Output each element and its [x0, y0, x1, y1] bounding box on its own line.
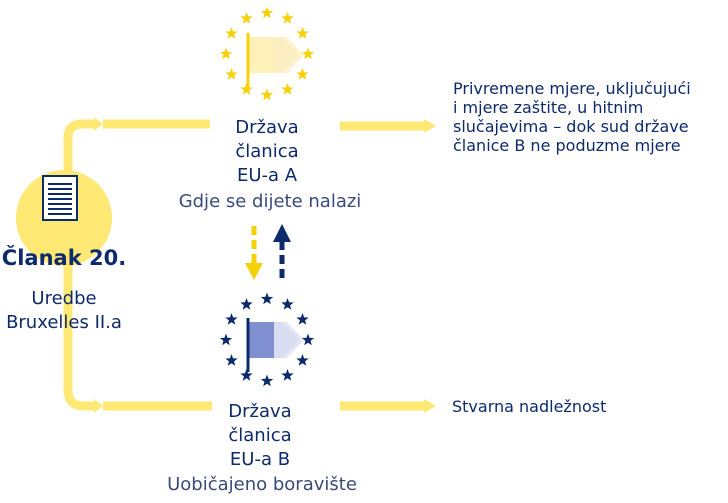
- star-icon: [240, 297, 253, 310]
- state-a-line3: EU-a A: [236, 165, 298, 186]
- star-icon: [225, 313, 238, 325]
- outcome-a-line2: i mjere zaštite, u hitnim: [453, 98, 644, 117]
- outcome-a-line4: članice B ne poduzme mjere: [453, 136, 681, 155]
- star-icon: [296, 27, 309, 39]
- star-icon: [281, 83, 294, 95]
- article-subtitle-line2: Bruxelles II.a: [6, 312, 122, 333]
- star-icon: [281, 369, 294, 381]
- star-icon: [281, 11, 294, 24]
- star-icon: [296, 313, 309, 325]
- star-icon: [301, 333, 315, 346]
- star-icon: [225, 27, 238, 39]
- star-icon: [260, 88, 274, 101]
- star-icon: [296, 354, 309, 366]
- dashed-arrow-up-head: [273, 224, 291, 242]
- star-icon: [240, 369, 253, 381]
- flag-a-icon: [246, 33, 304, 88]
- arrow-b-head: [424, 399, 436, 413]
- arrow-a-head: [424, 119, 436, 133]
- state-a-line2: članica: [235, 141, 299, 162]
- star-icon: [225, 354, 238, 366]
- dashed-arrow-down-head: [245, 263, 263, 280]
- state-a-caption: Gdje se dijete nalazi: [178, 191, 362, 212]
- bracket-arrowhead-bottom: [94, 399, 103, 413]
- star-icon: [301, 47, 315, 60]
- eu-stars-blue-icon: [219, 292, 315, 387]
- star-icon: [296, 68, 309, 80]
- state-b-caption: Uobičajeno boravište: [167, 474, 357, 495]
- star-icon: [260, 374, 274, 387]
- state-b-line1: Država: [228, 401, 292, 422]
- star-icon: [225, 68, 238, 80]
- article-subtitle-line1: Uredbe: [31, 288, 97, 309]
- document-icon: [42, 175, 78, 221]
- star-icon: [260, 292, 274, 305]
- flag-b-icon: [246, 318, 304, 372]
- state-b-line3: EU-a B: [229, 449, 291, 470]
- star-icon: [281, 297, 294, 310]
- star-icon: [219, 333, 233, 346]
- star-icon: [240, 83, 253, 95]
- eu-stars-yellow-icon: [219, 6, 315, 101]
- article-title: Članak 20.: [1, 246, 127, 270]
- star-icon: [240, 11, 253, 24]
- star-icon: [219, 47, 233, 60]
- state-a-line1: Država: [235, 117, 299, 138]
- outcome-a-line1: Privremene mjere, uključujući: [453, 79, 691, 98]
- outcome-a-line3: slučajevima – dok sud države: [453, 117, 689, 136]
- bracket-arrowhead-top: [94, 117, 103, 131]
- star-icon: [260, 6, 274, 19]
- outcome-b-text: Stvarna nadležnost: [452, 397, 607, 416]
- state-b-line2: članica: [228, 425, 292, 446]
